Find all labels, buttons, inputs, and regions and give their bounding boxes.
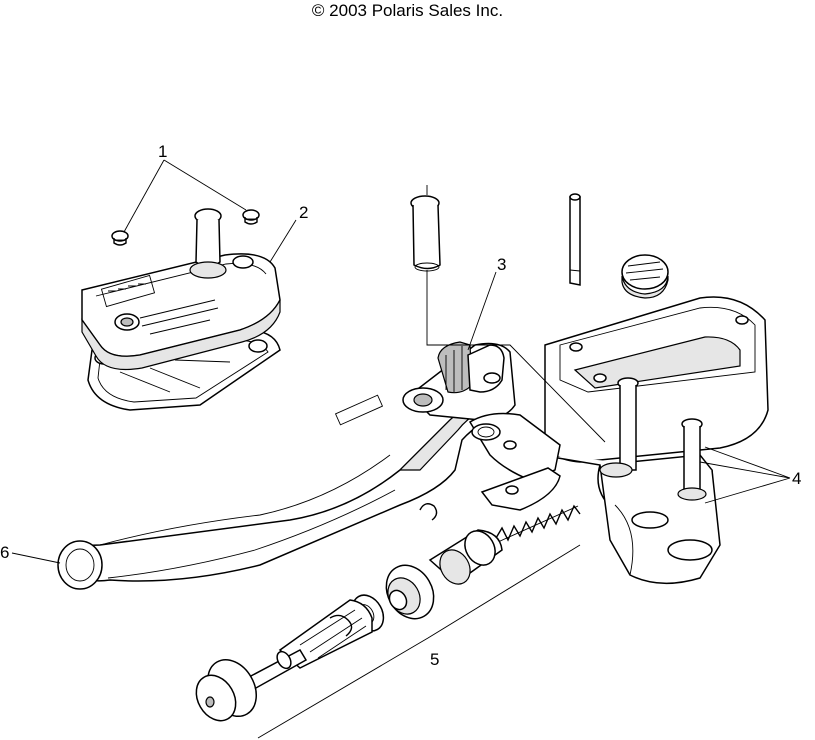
leader-4 <box>699 446 791 504</box>
screw-left <box>111 230 129 246</box>
reservoir-cover-assembly <box>81 208 281 411</box>
push-rod <box>195 649 308 722</box>
leader-5 <box>257 544 581 739</box>
leader-lines <box>11 159 791 739</box>
leader-1-right <box>163 159 247 211</box>
callout-1: 1 <box>158 142 167 161</box>
clamp-bolt-left <box>599 377 639 478</box>
cover-screws <box>111 209 260 246</box>
return-spring <box>495 504 581 543</box>
pivot-axis-line <box>426 270 606 443</box>
copyright-notice: © 2003 Polaris Sales Inc. <box>311 1 504 20</box>
leader-6 <box>11 552 61 564</box>
lever-pin <box>569 193 581 286</box>
callout-labels: 1 2 3 4 5 6 <box>0 142 801 669</box>
brake-lever <box>57 341 561 590</box>
dust-boot <box>278 599 373 669</box>
piston <box>428 529 503 585</box>
clamp-bolts <box>599 377 707 501</box>
callout-3: 3 <box>497 255 506 274</box>
reservoir-sight-cap <box>621 254 669 299</box>
callout-2: 2 <box>299 203 308 222</box>
leader-2 <box>269 219 297 263</box>
callout-6: 6 <box>0 543 9 562</box>
leader-1-left <box>123 159 165 233</box>
screw-right <box>242 209 260 225</box>
pivot-bolt <box>410 185 441 272</box>
leader-3 <box>467 271 497 351</box>
piston-assembly <box>195 504 581 722</box>
piston-seal <box>385 564 435 620</box>
master-cylinder-body <box>539 296 769 585</box>
clamp-bolt-right <box>677 418 707 501</box>
callout-5: 5 <box>430 650 439 669</box>
callout-4: 4 <box>792 469 801 488</box>
